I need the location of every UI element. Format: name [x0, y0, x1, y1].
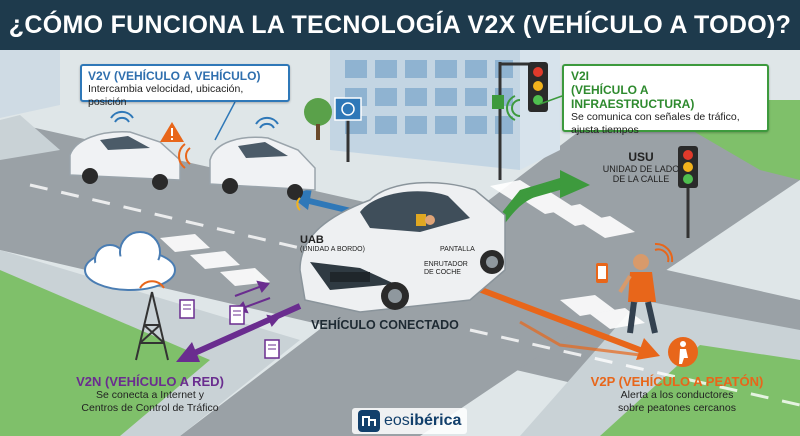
car-right	[209, 136, 316, 200]
smartphone-icon	[596, 263, 608, 283]
building-left	[0, 50, 60, 118]
v2p-description: Alerta a los conductores sobre peatones …	[618, 389, 736, 414]
warning-triangle-icon	[160, 122, 184, 142]
road-sign-icon	[334, 97, 362, 162]
connected-car	[299, 181, 506, 313]
v2v-description: Intercambia velocidad, ubicación, posici…	[88, 83, 244, 108]
v2v-title: V2V (VEHÍCULO A VEHÍCULO)	[88, 69, 261, 83]
brand-name-prefix: eos	[384, 412, 410, 429]
v2i-title: V2I (VEHÍCULO A INFRAESTRUCTURA)	[571, 69, 695, 111]
document-icon	[179, 299, 280, 359]
grass-bottom-left	[0, 270, 210, 436]
v2v-connector	[214, 101, 236, 141]
v2p-title: V2P (VEHÍCULO A PEATÓN)	[590, 374, 764, 389]
uab-title: UAB	[300, 234, 324, 246]
pantalla-label: PANTALLA	[440, 246, 475, 253]
v2v-callout: V2V (VEHÍCULO A VEHÍCULO) Intercambia ve…	[80, 64, 290, 108]
grass-bottom-right	[600, 345, 800, 436]
v2n-arrow	[176, 303, 302, 362]
v2i-connector	[539, 95, 563, 105]
building-icon	[330, 50, 560, 170]
traffic-light-icon	[492, 62, 548, 180]
crosswalk-left	[160, 234, 270, 286]
usu-label: USU UNIDAD DE LADO DE LA CALLE	[586, 150, 696, 184]
v2i-description: Se comunica con señales de tráfico, ajus…	[571, 111, 740, 136]
v2i-callout: V2I (VEHÍCULO A INFRAESTRUCTURA) Se comu…	[562, 64, 769, 136]
brand-name-bold: ibérica	[409, 412, 462, 429]
v2p-arrow	[453, 277, 660, 360]
v2n-label: V2N (VEHÍCULO A RED) Se conecta a Intern…	[40, 374, 260, 415]
page-title: ¿CÓMO FUNCIONA LA TECNOLOGÍA V2X (VEHÍCU…	[0, 0, 800, 50]
tree	[304, 98, 332, 126]
cloud-icon	[84, 231, 176, 291]
signal-waves-icon	[178, 143, 674, 263]
enrutador-label: ENRUTADOR DE COCHE	[424, 261, 468, 276]
brand-name: eosibérica	[384, 412, 461, 430]
v2p-badge-icon	[668, 337, 698, 367]
car-left	[69, 131, 181, 190]
cell-tower-icon	[135, 280, 169, 361]
eos-logo-icon	[358, 410, 380, 432]
v2p-label: V2P (VEHÍCULO A PEATÓN) Alerta a los con…	[572, 374, 782, 415]
uab-description: (UNIDAD A BORDO)	[300, 246, 365, 253]
wifi-signal-icon	[110, 95, 521, 129]
usu-title: USU	[628, 150, 654, 164]
traffic-light-usu	[678, 146, 698, 238]
uab-label: UAB (UNIDAD A BORDO)	[300, 234, 410, 253]
usu-description: UNIDAD DE LADO DE LA CALLE	[602, 164, 680, 184]
connected-vehicle-label: VEHÍCULO CONECTADO	[311, 318, 459, 332]
brand-logo: eosibérica	[352, 408, 468, 434]
pedestrian-icon	[618, 254, 658, 334]
v2n-title: V2N (VEHÍCULO A RED)	[76, 374, 224, 389]
v2n-description: Se conecta a Internet y Centros de Contr…	[81, 389, 219, 414]
